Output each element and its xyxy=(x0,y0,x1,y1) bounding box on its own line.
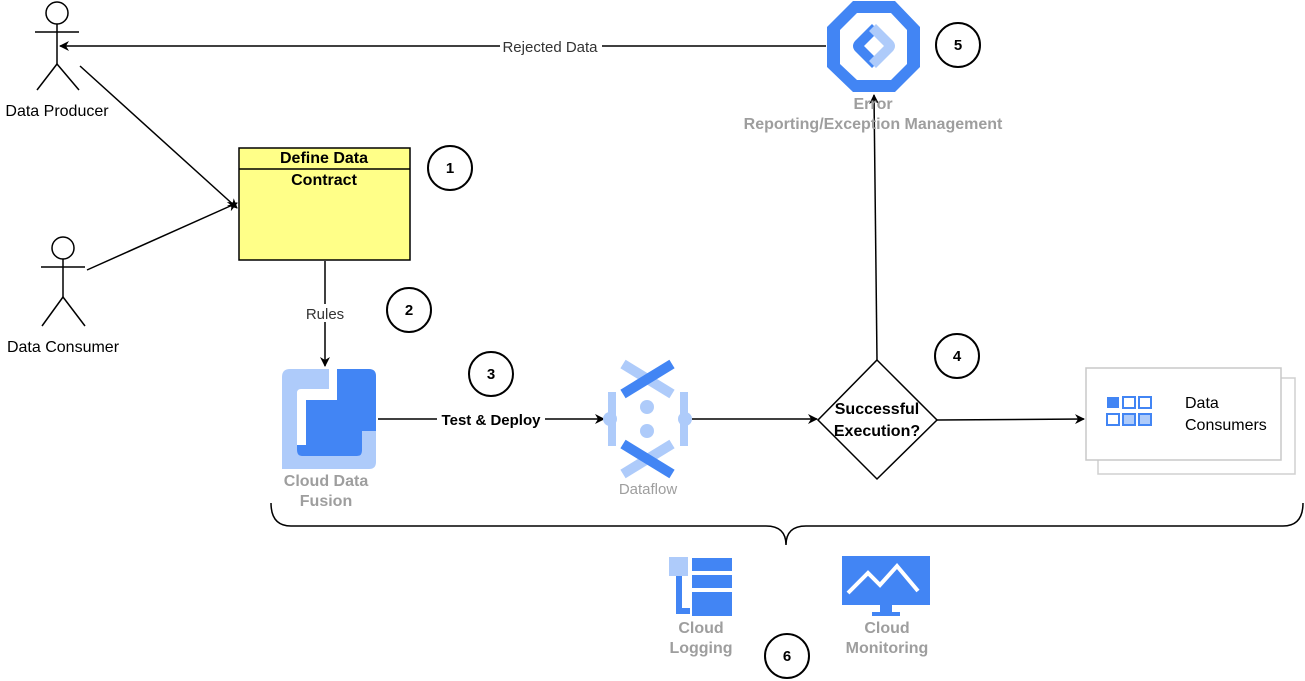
dataflow-icon[interactable] xyxy=(603,359,692,479)
svg-text:1: 1 xyxy=(446,160,454,177)
data-consumer-actor[interactable] xyxy=(41,236,86,327)
fusion-label-line2: Fusion xyxy=(300,493,352,510)
dataflow-label: Dataflow xyxy=(619,481,678,498)
logging-label-line1: Cloud xyxy=(678,620,723,637)
cloud-monitoring-icon[interactable] xyxy=(842,556,930,616)
cloud-logging-icon[interactable] xyxy=(669,557,732,616)
edge-decision-error xyxy=(869,94,880,361)
error-reporting-icon[interactable] xyxy=(827,1,920,92)
edge-decision-consumers xyxy=(936,414,1085,425)
svg-text:2: 2 xyxy=(405,302,413,319)
edge-label-rules: Rules xyxy=(306,306,344,323)
svg-text:3: 3 xyxy=(487,366,495,383)
fusion-label-line1: Cloud Data xyxy=(284,473,369,490)
consumers-label-line2: Consumers xyxy=(1185,417,1267,434)
cloud-data-fusion-icon[interactable] xyxy=(282,369,376,469)
scope-brace xyxy=(270,502,1304,546)
svg-text:5: 5 xyxy=(954,37,962,54)
step-marker-5: 5 xyxy=(935,22,981,68)
step-marker-4: 4 xyxy=(934,333,980,379)
data-consumers-icon xyxy=(1106,396,1152,426)
data-consumers-card[interactable] xyxy=(1085,367,1296,475)
contract-title-line1: Define Data xyxy=(280,150,368,167)
decision-label-line1: Successful xyxy=(835,401,919,418)
edge-producer-contract xyxy=(79,65,238,209)
monitoring-label-line1: Cloud xyxy=(864,620,909,637)
svg-text:6: 6 xyxy=(783,648,791,665)
step-marker-3: 3 xyxy=(468,351,514,397)
define-data-contract-box[interactable] xyxy=(238,147,411,261)
svg-text:4: 4 xyxy=(953,348,962,365)
edge-label-test-deploy: Test & Deploy xyxy=(442,412,542,429)
error-label-line2: Reporting/Exception Management xyxy=(744,116,1003,133)
step-marker-6: 6 xyxy=(764,633,810,679)
edge-consumer-contract xyxy=(86,202,238,271)
logging-label-line2: Logging xyxy=(669,640,732,657)
step-marker-1: 1 xyxy=(427,145,473,191)
error-label-line1: Error xyxy=(853,96,892,113)
decision-label-line2: Execution? xyxy=(834,423,920,440)
step-marker-2: 2 xyxy=(386,287,432,333)
contract-title-line2: Contract xyxy=(291,172,357,189)
successful-execution-decision[interactable] xyxy=(816,358,939,481)
data-consumer-label: Data Consumer xyxy=(7,339,120,356)
consumers-label-line1: Data xyxy=(1185,395,1219,412)
monitoring-label-line2: Monitoring xyxy=(846,640,929,657)
data-producer-actor[interactable] xyxy=(35,1,80,91)
data-producer-label: Data Producer xyxy=(5,103,109,120)
edge-label-rejected-data: Rejected Data xyxy=(502,39,598,56)
